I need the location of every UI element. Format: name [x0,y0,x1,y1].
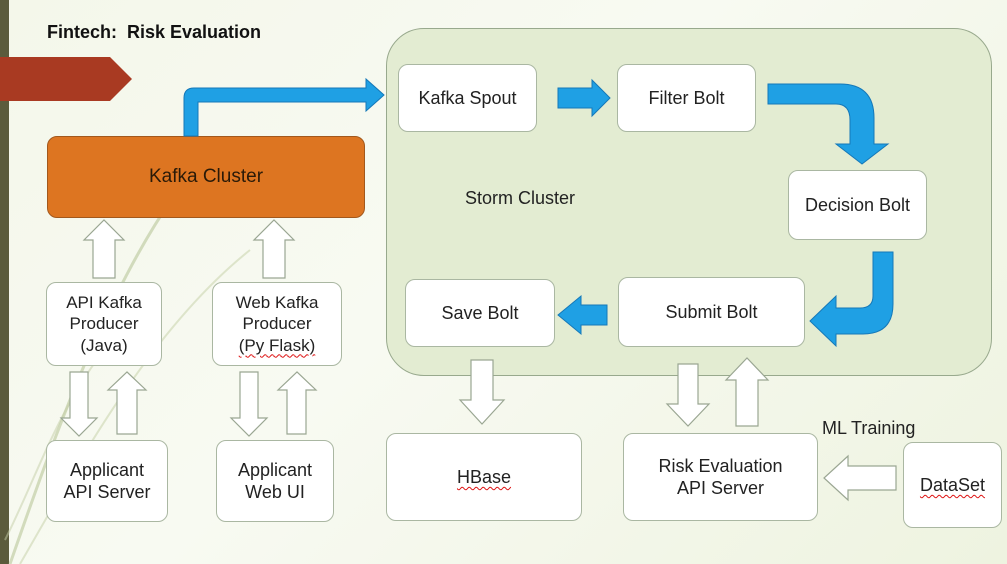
applicant-api-server-box: Applicant API Server [46,440,168,522]
accent-bar [0,0,9,564]
api-producer-to-applicant-arrow [59,371,99,437]
api-producer-to-kafka-arrow [82,219,126,279]
kafka-cluster-box: Kafka Cluster [47,136,365,218]
applicant-to-api-producer-arrow [106,371,148,435]
storm-cluster-label: Storm Cluster [465,188,576,208]
kafka-spout-box: Kafka Spout [398,64,537,132]
slide-title: Fintech: Risk Evaluation [47,22,262,42]
hbase-box: HBase [386,433,582,521]
decision-to-submit-arrow [809,251,894,348]
submit-to-save-arrow [557,294,608,336]
save-bolt-to-hbase-arrow [458,359,506,425]
save-bolt-box: Save Bolt [405,279,555,347]
kafka-to-spout-arrow [183,77,385,137]
web-kafka-producer-box: Web Kafka Producer (Py Flask) [212,282,342,366]
api-kafka-producer-box: API Kafka Producer (Java) [46,282,162,366]
dataset-to-risk-api-arrow [823,454,897,502]
web-ui-to-web-producer-arrow [276,371,318,435]
decision-bolt-box: Decision Bolt [788,170,927,240]
spout-to-filter-arrow [557,78,611,118]
risk-api-to-submit-arrow [724,357,770,427]
web-producer-to-kafka-arrow [252,219,296,279]
filter-to-decision-arrow [767,83,890,165]
submit-to-risk-api-arrow [665,363,711,427]
filter-bolt-box: Filter Bolt [617,64,756,132]
submit-bolt-box: Submit Bolt [618,277,805,347]
web-producer-to-web-ui-arrow [229,371,269,437]
ml-training-label: ML Training [822,418,916,438]
risk-evaluation-api-server-box: Risk Evaluation API Server [623,433,818,521]
applicant-web-ui-box: Applicant Web UI [216,440,334,522]
kafka-cluster-label: Kafka Cluster [148,166,264,187]
dataset-box: DataSet [903,442,1002,528]
ribbon-shape [0,57,132,101]
